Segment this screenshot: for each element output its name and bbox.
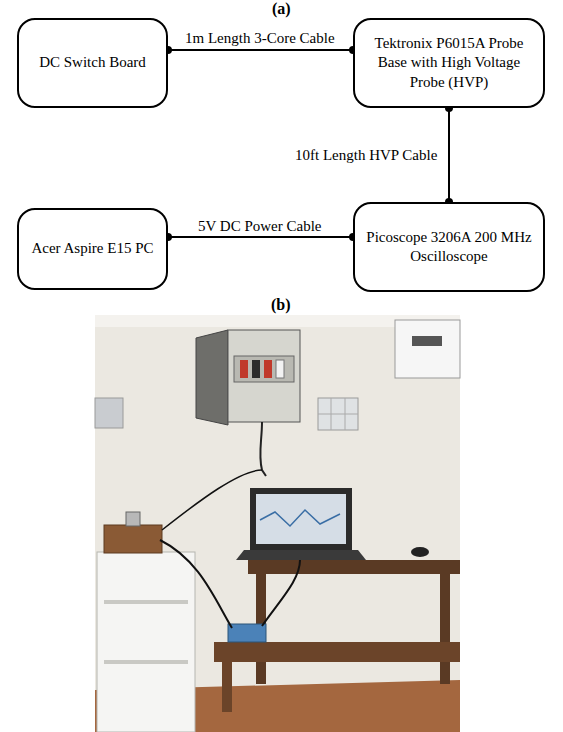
process-box: DC Switch Board [17, 18, 168, 108]
breaker-rail [234, 356, 294, 382]
hvp-cable [160, 540, 232, 628]
hanging-wire [260, 422, 266, 476]
panel-label: (a) [272, 0, 291, 18]
breaker [240, 360, 248, 378]
inverter-display [412, 336, 442, 346]
switchboard-door [196, 330, 228, 425]
table-leg [440, 574, 450, 684]
inverter [395, 320, 460, 378]
oscilloscope [228, 624, 266, 642]
cable-connector [445, 104, 453, 206]
shelf-board [104, 660, 188, 664]
breaker [264, 360, 272, 378]
probe-cable [162, 470, 262, 530]
lower-table [214, 642, 460, 662]
switchboard-box [228, 330, 300, 422]
process-box: Tektronix P6015A Probe Base with High Vo… [353, 18, 545, 108]
breaker [276, 360, 284, 378]
window-grid [318, 414, 358, 415]
mouse [411, 547, 429, 557]
laptop-screen-frame [250, 488, 352, 550]
breaker [252, 360, 260, 378]
cable-connector [164, 46, 357, 54]
table-top [248, 560, 460, 574]
probe-head [126, 512, 140, 526]
glass-block-window [318, 398, 358, 430]
edge-label: 5V DC Power Cable [195, 217, 324, 235]
shelf-board [104, 600, 188, 604]
waveform [260, 510, 340, 526]
connector-line [448, 108, 450, 202]
connector-line [168, 236, 353, 238]
connector-line [168, 49, 353, 51]
edge-label: 1m Length 3-Core Cable [182, 29, 338, 47]
process-box: Acer Aspire E15 PC [17, 208, 168, 290]
wall [95, 315, 460, 732]
table-leg [222, 662, 232, 712]
usb-cable [262, 560, 300, 626]
laptop-screen [256, 494, 346, 544]
panel-label: (b) [271, 296, 291, 314]
window [95, 398, 123, 428]
box-text: Tektronix P6015A Probe Base with High Vo… [365, 34, 533, 93]
shelf [97, 552, 195, 732]
edge-label: 10ft Length HVP Cable [292, 146, 440, 164]
box-text: DC Switch Board [39, 53, 146, 73]
process-box: Picoscope 3206A 200 MHz Oscilloscope [353, 202, 545, 292]
probe-base [104, 525, 162, 553]
box-text: Picoscope 3206A 200 MHz Oscilloscope [365, 228, 533, 267]
box-text: Acer Aspire E15 PC [31, 239, 153, 259]
laptop-base [236, 550, 366, 560]
